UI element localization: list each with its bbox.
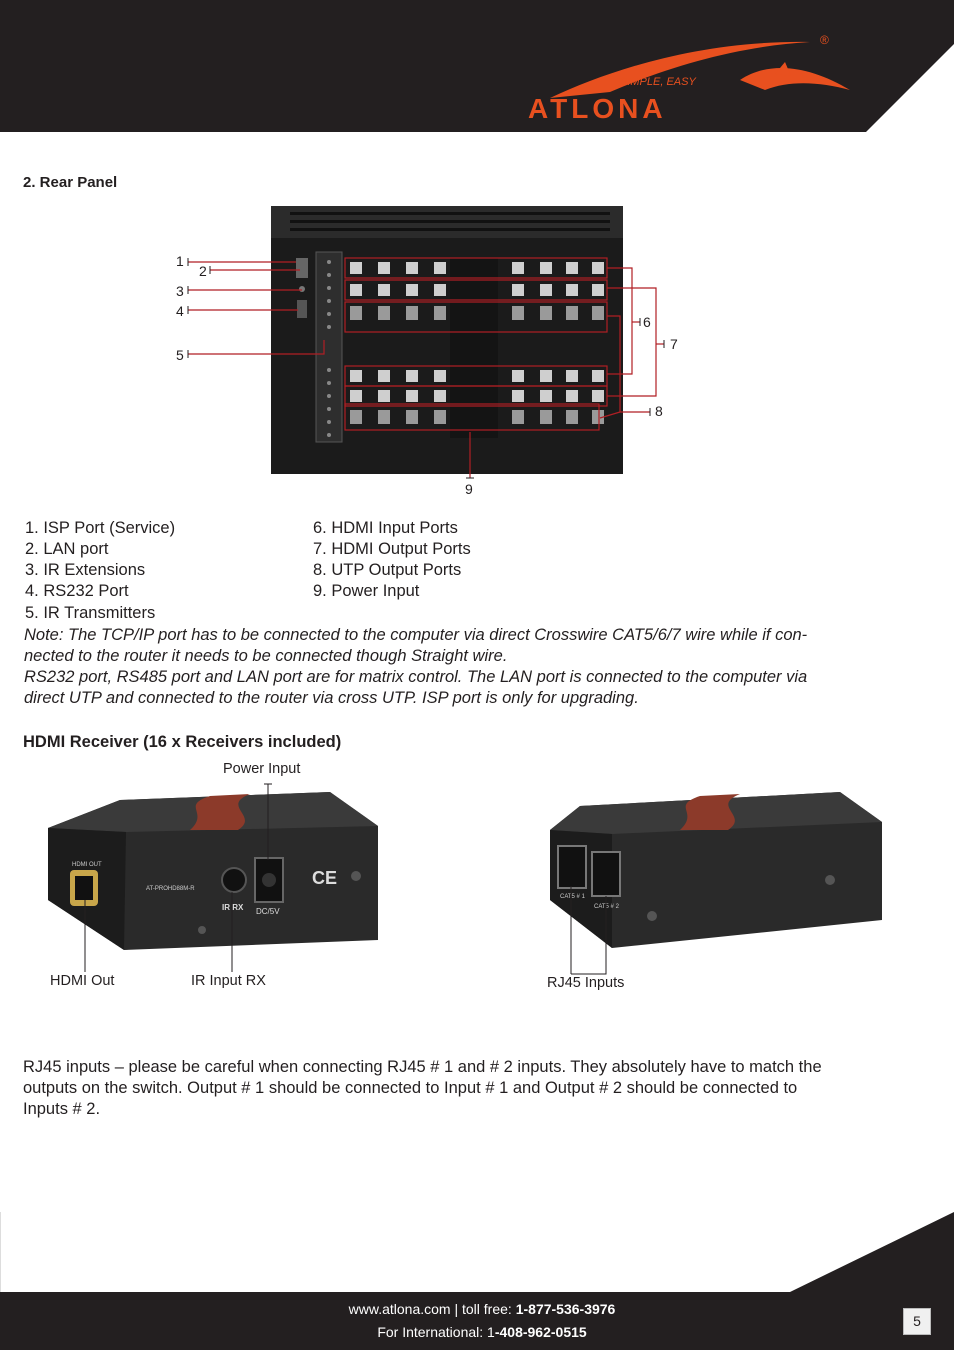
svg-text:ATLONA: ATLONA (528, 93, 667, 124)
svg-text:AT-PROHD88M-R: AT-PROHD88M-R (146, 886, 195, 892)
footer-bar (0, 1212, 954, 1350)
svg-text:CAT5 # 2: CAT5 # 2 (594, 904, 620, 910)
callout-5: 5 (176, 347, 184, 363)
rear-panel-photo (187, 206, 665, 479)
label-hdmi-out: HDMI Out (50, 973, 115, 989)
label-ir-input: IR Input RX (191, 973, 266, 989)
rear-panel-note: Note: The TCP/IP port has to be connecte… (24, 625, 894, 709)
list-item: 1. ISP Port (Service) (25, 519, 176, 537)
callout-1: 1 (176, 253, 184, 269)
receiver-heading: HDMI Receiver (16 x Receivers included) (23, 733, 342, 751)
list-item: 4. RS232 Port (25, 582, 129, 600)
label-rj45-inputs: RJ45 Inputs (547, 975, 625, 991)
svg-text:DC/5V: DC/5V (256, 907, 280, 916)
para-line: Inputs # 2. (23, 1100, 101, 1118)
port-list-left: 1. ISP Port (Service) 2. LAN port 3. IR … (25, 518, 175, 624)
note-line: RS232 port, RS485 port and LAN port are … (24, 668, 808, 686)
footer-international: For International: 1-408-962-0515 (377, 1324, 587, 1340)
svg-text:IR RX: IR RX (222, 903, 244, 912)
note-line: Note: The TCP/IP port has to be connecte… (24, 626, 808, 644)
list-item: 8. UTP Output Ports (313, 561, 462, 579)
svg-text:CAT5 # 1: CAT5 # 1 (560, 894, 586, 900)
callout-8: 8 (655, 403, 663, 419)
label-power-input: Power Input (223, 761, 301, 777)
list-item: 9. Power Input (313, 582, 420, 600)
rj45-paragraph: RJ45 inputs – please be careful when con… (23, 1057, 903, 1120)
list-item: 3. IR Extensions (25, 561, 146, 579)
svg-text:®: ® (820, 33, 829, 47)
list-item: 7. HDMI Output Ports (313, 540, 471, 558)
page-number: 5 (903, 1308, 931, 1335)
list-item: 2. LAN port (25, 540, 109, 558)
receiver-photos: HDMI OUT AT-PROHD88M-R IR RX DC/5V CE CA… (48, 783, 882, 975)
callout-2: 2 (199, 263, 207, 279)
svg-text:CE: CE (312, 868, 337, 888)
atlona-logo: SIMPLE, EASY ATLONA ® (528, 33, 850, 124)
note-line: direct UTP and connected to the router v… (24, 689, 639, 707)
rear-panel-heading: 2. Rear Panel (23, 174, 118, 191)
list-item: 6. HDMI Input Ports (313, 519, 458, 537)
list-item: 5. IR Transmitters (25, 604, 156, 622)
callout-7: 7 (670, 336, 678, 352)
svg-text:HDMI OUT: HDMI OUT (72, 862, 102, 868)
footer-contact: www.atlona.com | toll free: 1-877-536-39… (348, 1301, 616, 1317)
svg-text:SIMPLE, EASY: SIMPLE, EASY (620, 76, 696, 88)
port-list-right: 6. HDMI Input Ports 7. HDMI Output Ports… (313, 518, 471, 602)
para-line: RJ45 inputs – please be careful when con… (23, 1058, 822, 1076)
callout-9: 9 (465, 481, 473, 497)
header-bar (0, 0, 954, 132)
callout-3: 3 (176, 283, 184, 299)
callout-4: 4 (176, 303, 184, 319)
note-line: nected to the router it needs to be conn… (24, 647, 508, 665)
header-corner (866, 44, 954, 132)
para-line: outputs on the switch. Output # 1 should… (23, 1079, 798, 1097)
callout-6: 6 (643, 314, 651, 330)
